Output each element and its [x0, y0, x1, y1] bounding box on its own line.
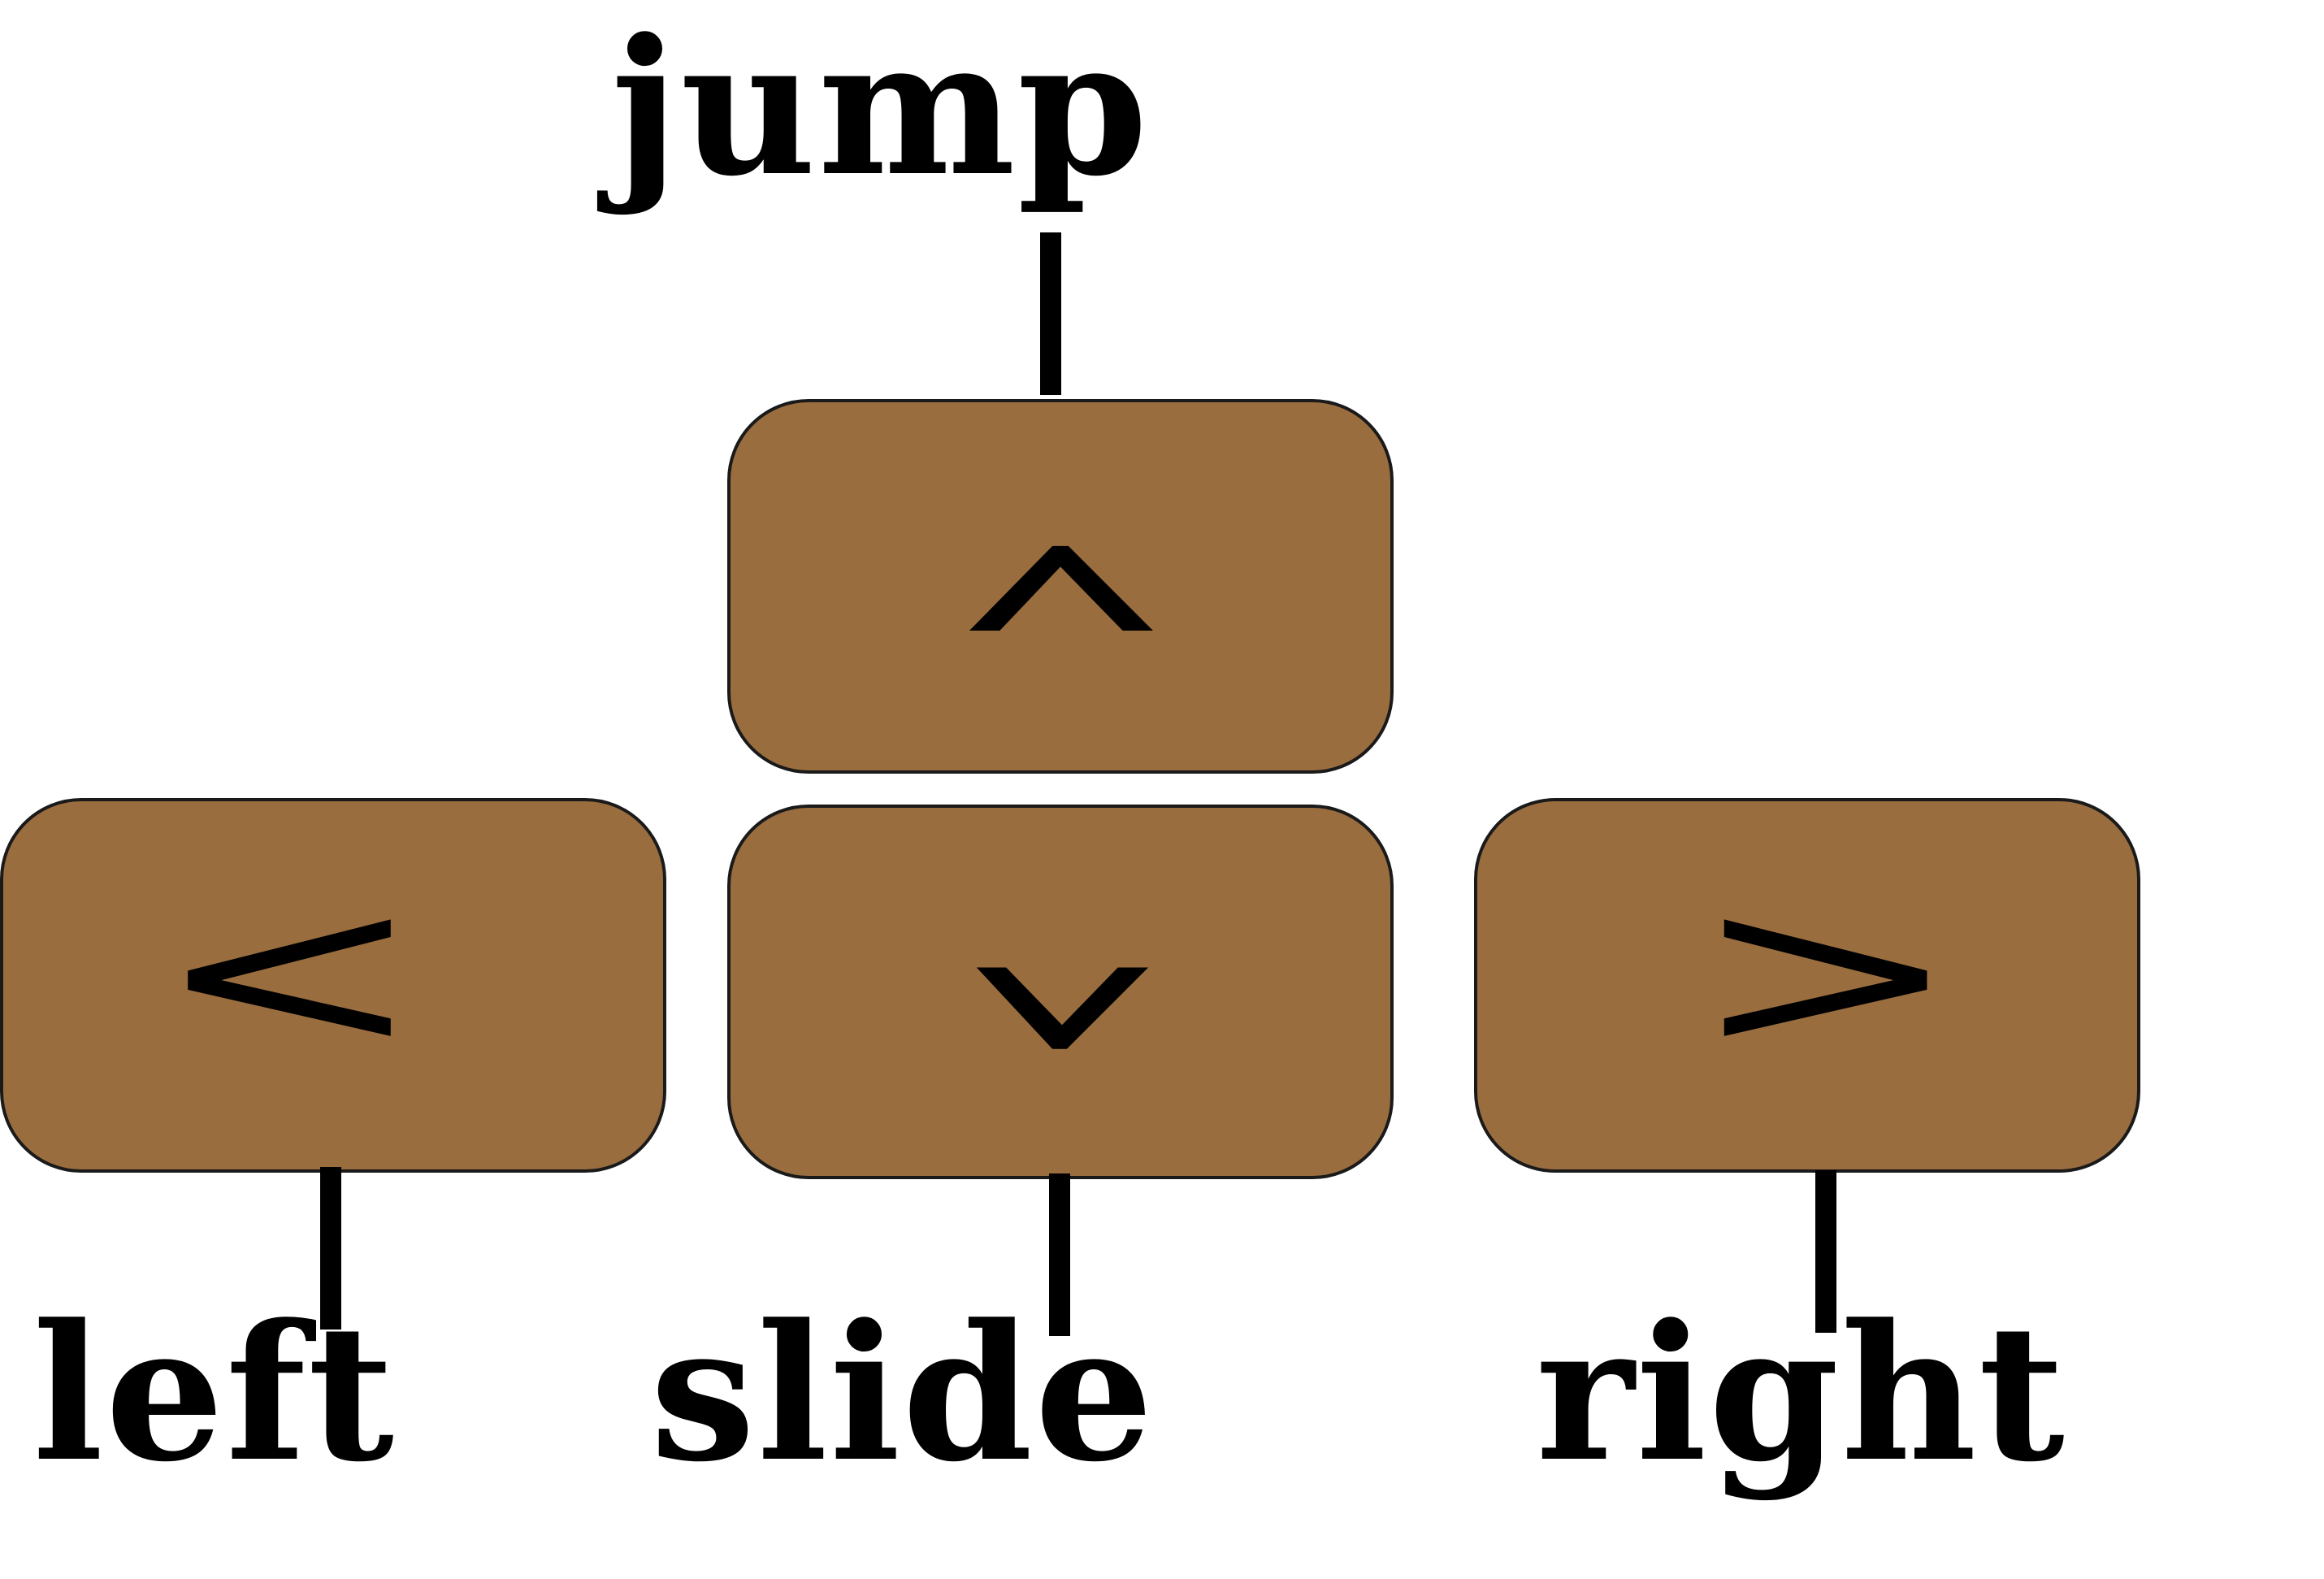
right-connector-line	[1815, 1170, 1836, 1333]
greater-than-icon	[1723, 919, 1927, 1036]
down-arrow-key[interactable]	[727, 805, 1394, 1179]
right-label: right	[1536, 1284, 2066, 1503]
less-than-icon	[188, 919, 391, 1036]
slide-connector-line	[1049, 1173, 1070, 1336]
up-arrow-key[interactable]	[727, 399, 1394, 774]
right-arrow-key[interactable]	[1474, 798, 2140, 1173]
caret-down-icon	[976, 967, 1149, 1049]
left-arrow-key[interactable]	[0, 798, 666, 1173]
jump-label: jump	[611, 0, 1150, 218]
left-connector-line	[320, 1167, 341, 1330]
jump-connector-line	[1040, 232, 1061, 395]
caret-up-icon	[969, 545, 1153, 631]
left-label: left	[33, 1284, 396, 1503]
slide-label: slide	[650, 1284, 1155, 1503]
